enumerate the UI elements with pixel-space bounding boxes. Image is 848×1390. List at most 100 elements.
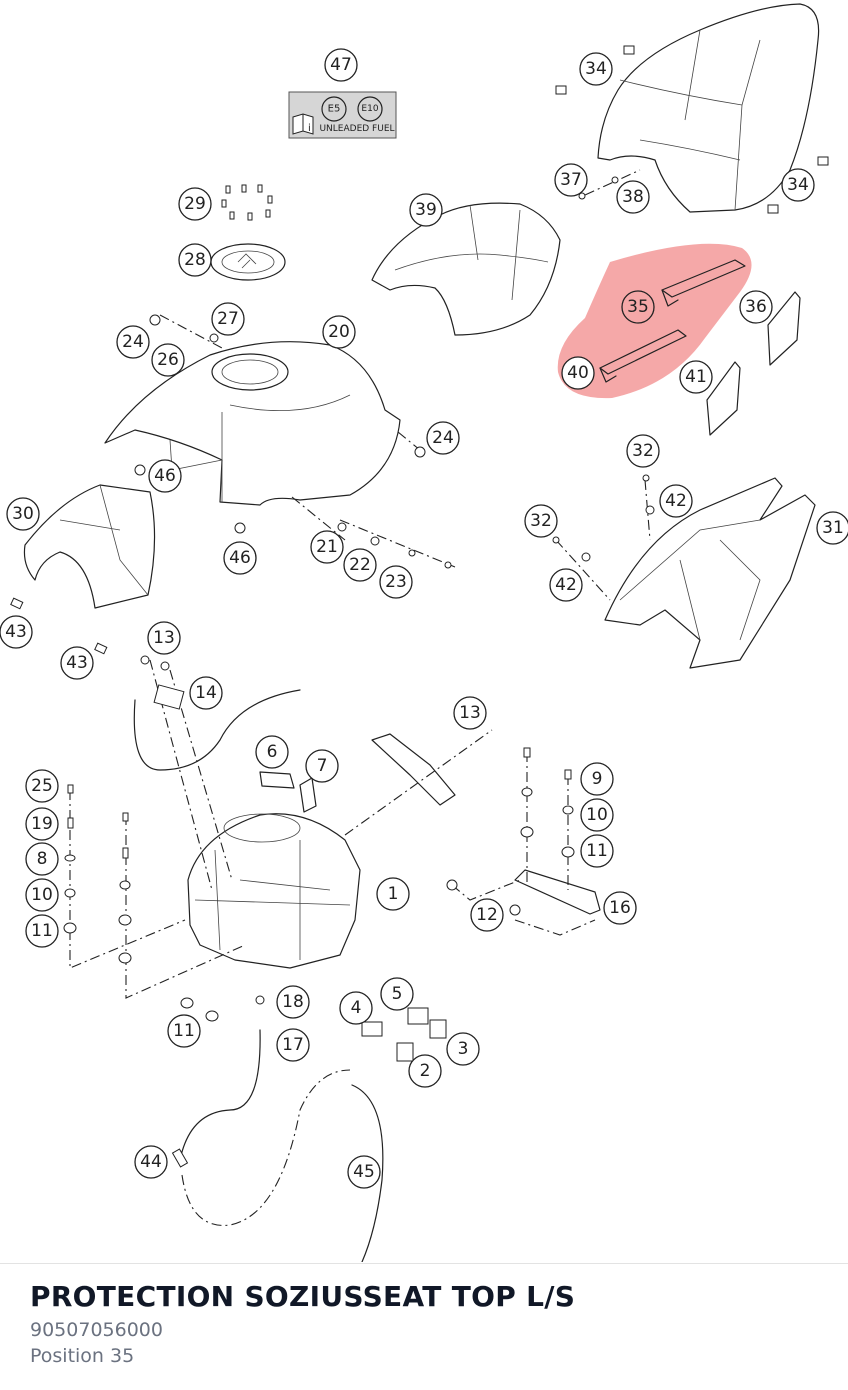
callout-9[interactable]: 9: [580, 762, 614, 796]
callout-number: 7: [317, 756, 328, 776]
callout-number: 34: [585, 59, 607, 79]
callout-8[interactable]: 8: [25, 842, 59, 876]
callout-21[interactable]: 21: [310, 530, 344, 564]
callout-13[interactable]: 13: [147, 621, 181, 655]
callout-31[interactable]: 31: [816, 511, 848, 545]
callout-13[interactable]: 13: [453, 696, 487, 730]
part-6-drawing: [259, 771, 295, 789]
callout-circle: [189, 676, 223, 710]
callout-number: 29: [184, 194, 206, 214]
callout-16[interactable]: 16: [603, 891, 637, 925]
callout-41[interactable]: 41: [679, 360, 713, 394]
callout-6[interactable]: 6: [255, 735, 289, 769]
callout-44[interactable]: 44: [134, 1145, 168, 1179]
callout-circle: [134, 1145, 168, 1179]
callout-42[interactable]: 42: [659, 484, 693, 518]
callout-43[interactable]: 43: [60, 646, 94, 680]
svg-text:i: i: [308, 123, 311, 134]
callout-circle: [339, 991, 373, 1025]
callout-number: 47: [330, 55, 352, 75]
callout-34[interactable]: 34: [781, 168, 815, 202]
callout-20[interactable]: 20: [322, 315, 356, 349]
callout-11[interactable]: 11: [25, 914, 59, 948]
callout-number: 9: [592, 769, 603, 789]
callout-14[interactable]: 14: [189, 676, 223, 710]
manual-book-icon: i: [292, 113, 314, 135]
callout-22[interactable]: 22: [343, 548, 377, 582]
callout-36[interactable]: 36: [739, 290, 773, 324]
callout-number: 32: [632, 441, 654, 461]
callout-2[interactable]: 2: [408, 1054, 442, 1088]
callout-number: 2: [420, 1061, 431, 1081]
callout-number: 34: [787, 175, 809, 195]
part-41-drawing: [706, 361, 741, 436]
callout-circle: [603, 891, 637, 925]
callout-24[interactable]: 24: [116, 325, 150, 359]
callout-number: 31: [822, 518, 844, 538]
callout-38[interactable]: 38: [616, 180, 650, 214]
callout-43[interactable]: 43: [0, 615, 33, 649]
callout-17[interactable]: 17: [276, 1028, 310, 1062]
callout-26[interactable]: 26: [151, 343, 185, 377]
callout-46[interactable]: 46: [148, 459, 182, 493]
callout-27[interactable]: 27: [211, 302, 245, 336]
callout-30[interactable]: 30: [6, 497, 40, 531]
callout-34[interactable]: 34: [579, 52, 613, 86]
callout-4[interactable]: 4: [339, 991, 373, 1025]
callout-number: 32: [530, 511, 552, 531]
callout-number: 43: [5, 622, 27, 642]
callout-11[interactable]: 11: [167, 1014, 201, 1048]
callout-12[interactable]: 12: [470, 898, 504, 932]
callout-32[interactable]: 32: [626, 434, 660, 468]
part-16-bracket-drawing: [514, 869, 601, 915]
callout-circle: [167, 1014, 201, 1048]
callout-circle: [446, 1032, 480, 1066]
callout-number: 11: [586, 841, 608, 861]
callout-19[interactable]: 19: [25, 807, 59, 841]
front-seat-drawing: [371, 202, 561, 336]
callout-40[interactable]: 40: [561, 356, 595, 390]
callout-circle: [679, 360, 713, 394]
callout-32[interactable]: 32: [524, 504, 558, 538]
callout-number: 38: [622, 187, 644, 207]
callout-23[interactable]: 23: [379, 565, 413, 599]
part-7-drawing: [299, 777, 317, 813]
callout-47[interactable]: 47: [324, 48, 358, 82]
callout-35[interactable]: 35: [621, 290, 655, 324]
fuel-tank-drawing: [187, 813, 361, 969]
callout-number: 14: [195, 683, 217, 703]
callout-number: 19: [31, 814, 53, 834]
callout-number: 44: [140, 1152, 162, 1172]
callout-circle: [151, 343, 185, 377]
callout-number: 42: [555, 575, 577, 595]
callout-39[interactable]: 39: [409, 193, 443, 227]
callout-circle: [25, 878, 59, 912]
callout-number: 24: [122, 332, 144, 352]
exploded-parts-diagram: i E5 E10 UNLEADED FUEL: [0, 3, 848, 1262]
callout-18[interactable]: 18: [276, 985, 310, 1019]
callout-3[interactable]: 3: [446, 1032, 480, 1066]
callout-46[interactable]: 46: [223, 541, 257, 575]
callout-number: 45: [353, 1162, 375, 1182]
callout-circle: [324, 48, 358, 82]
part-2-drawing: [396, 1042, 414, 1062]
callout-number: 26: [157, 350, 179, 370]
callout-24[interactable]: 24: [426, 421, 460, 455]
callout-11[interactable]: 11: [580, 834, 614, 868]
callout-number: 36: [745, 297, 767, 317]
callout-5[interactable]: 5: [380, 977, 414, 1011]
callout-circle: [549, 568, 583, 602]
callout-37[interactable]: 37: [554, 163, 588, 197]
callout-25[interactable]: 25: [25, 769, 59, 803]
callout-7[interactable]: 7: [305, 749, 339, 783]
hose-17-drawing: [179, 1029, 261, 1161]
selected-part-highlight: [557, 243, 752, 399]
callout-28[interactable]: 28: [178, 243, 212, 277]
callout-10[interactable]: 10: [25, 878, 59, 912]
callout-42[interactable]: 42: [549, 568, 583, 602]
callout-45[interactable]: 45: [347, 1155, 381, 1189]
callout-29[interactable]: 29: [178, 187, 212, 221]
callout-10[interactable]: 10: [580, 798, 614, 832]
callout-number: 46: [229, 548, 251, 568]
callout-1[interactable]: 1: [376, 877, 410, 911]
